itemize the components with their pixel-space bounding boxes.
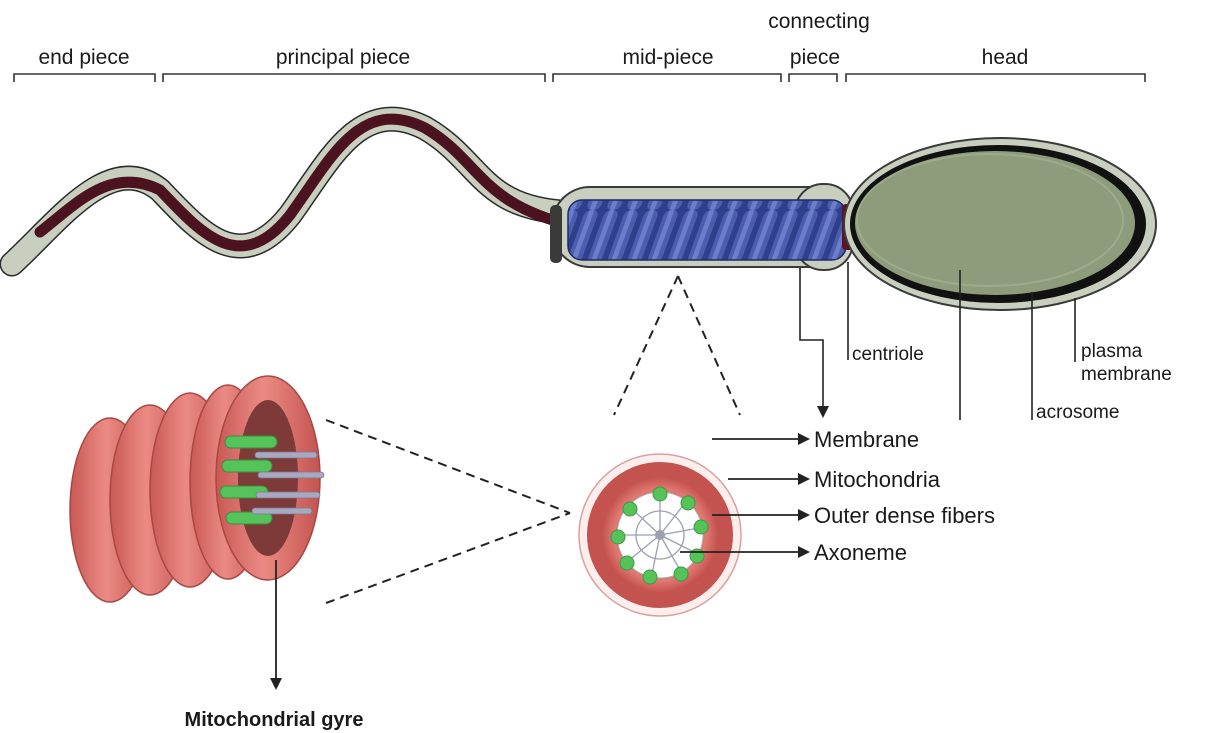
sperm-head (844, 138, 1156, 310)
label-plasma-line1: plasma (1081, 341, 1143, 362)
label-end-piece: end piece (38, 46, 129, 69)
arrowhead-connecting (817, 406, 829, 418)
head-part-labels: centriole acrosome plasma membrane (852, 341, 1172, 423)
bracket-connecting-piece (789, 74, 837, 82)
label-mitochondria: Mitochondria (814, 467, 941, 492)
label-connecting-line2: piece (790, 46, 840, 69)
cross-section (579, 454, 741, 616)
label-centriole: centriole (852, 344, 924, 365)
bracket-principal-piece (163, 74, 545, 82)
label-connecting-line1: connecting (768, 10, 870, 33)
label-mitochondrial-gyre: Mitochondrial gyre (185, 709, 364, 731)
label-outer-dense-fibers: Outer dense fibers (814, 503, 995, 528)
mitochondrial-spiral (568, 200, 846, 260)
cross-section-labels: Membrane Mitochondria Outer dense fibers… (814, 427, 995, 565)
bracket-mid-piece (553, 74, 781, 82)
segment-labels: end piece principal piece mid-piece conn… (38, 10, 1028, 69)
annulus (550, 205, 562, 263)
gyre-arrowhead (270, 678, 282, 690)
bracket-head (846, 74, 1145, 82)
cross-section-arrowheads (798, 433, 810, 558)
label-plasma-line2: membrane (1081, 364, 1172, 385)
mid-piece (550, 184, 857, 270)
sperm-tail (12, 119, 575, 264)
segment-brackets (14, 74, 1145, 82)
label-acrosome: acrosome (1036, 402, 1119, 423)
label-mid-piece: mid-piece (622, 46, 713, 69)
bracket-end-piece (14, 74, 155, 82)
label-axoneme: Axoneme (814, 540, 907, 565)
label-membrane: Membrane (814, 427, 919, 452)
label-head: head (982, 46, 1029, 69)
tail-core (40, 119, 575, 246)
mitochondrial-gyre (70, 376, 324, 602)
label-principal-piece: principal piece (276, 46, 410, 69)
